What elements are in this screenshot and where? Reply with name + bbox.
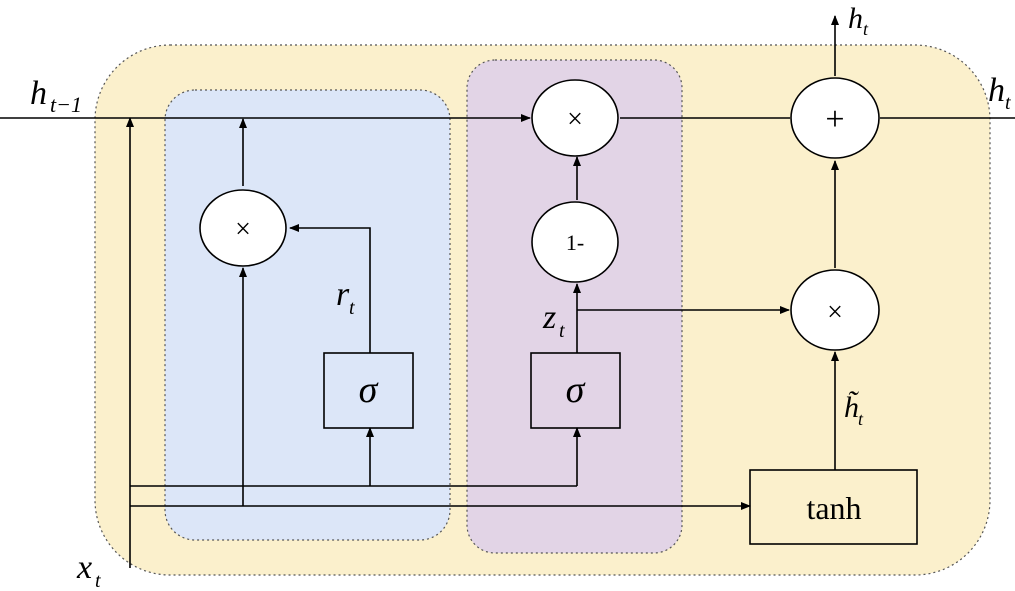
one-minus-label: 1- [566, 230, 584, 255]
svg-text:r: r [336, 276, 350, 313]
svg-text:z: z [542, 299, 556, 336]
h-out-top-label: h t [848, 2, 869, 39]
svg-text:t: t [95, 570, 101, 591]
update-gate-region [466, 59, 683, 554]
svg-text:h̃: h̃ [844, 391, 859, 424]
svg-text:t−1: t−1 [50, 92, 82, 117]
x-input-label: x t [76, 549, 101, 591]
svg-text:t: t [1005, 92, 1011, 114]
update-multiply-node: × [531, 79, 619, 157]
h-prev-label: h t−1 [30, 75, 82, 117]
reset-multiply-node: × [199, 189, 287, 267]
zt-label: z t [542, 299, 565, 342]
update-sigma-label: σ [566, 369, 586, 411]
tanh-box: tanh [749, 469, 918, 545]
add-node: + [790, 77, 880, 159]
one-minus-node: 1- [531, 201, 619, 283]
svg-text:t: t [858, 409, 864, 429]
svg-text:t: t [349, 297, 355, 319]
tanh-label: tanh [806, 490, 861, 526]
add-symbol: + [825, 101, 844, 138]
svg-text:h: h [848, 2, 863, 35]
candidate-multiply-symbol: × [827, 297, 843, 328]
reset-sigma-box: σ [323, 352, 414, 429]
svg-text:x: x [76, 549, 92, 586]
svg-text:h: h [30, 75, 47, 112]
rt-line [289, 224, 371, 353]
update-sigma-box: σ [530, 352, 621, 429]
h-out-right-label: h t [988, 72, 1011, 114]
candidate-multiply-node: × [790, 269, 880, 351]
svg-text:h: h [988, 72, 1005, 109]
svg-text:t: t [559, 320, 565, 342]
update-multiply-symbol: × [567, 104, 583, 135]
reset-gate-region [164, 89, 451, 541]
rt-label: r t [336, 276, 355, 319]
reset-sigma-label: σ [359, 369, 379, 411]
svg-text:t: t [863, 19, 869, 39]
h-tilde-label: h̃ t [844, 391, 864, 429]
reset-multiply-symbol: × [235, 214, 251, 245]
